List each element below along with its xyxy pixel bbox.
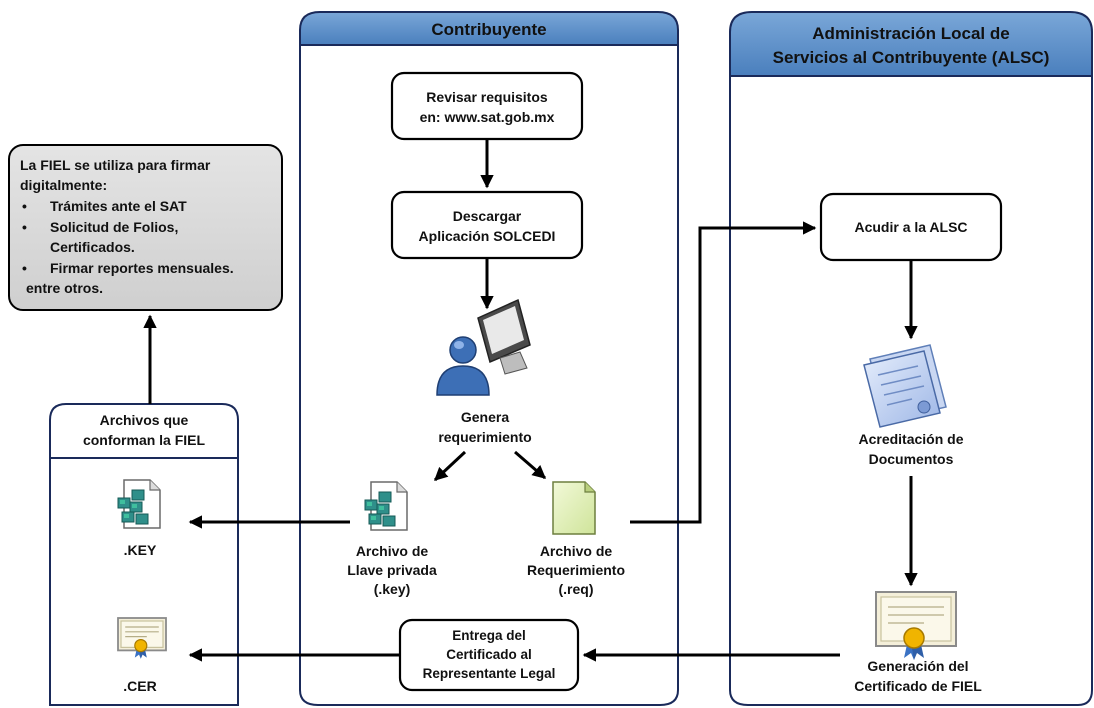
step-entrega-line3: Representante Legal <box>423 666 556 681</box>
user-computer-icon <box>436 298 531 396</box>
file-key-label: .KEY <box>124 542 157 558</box>
step-acudir-alsc: Acudir a la ALSC <box>819 192 1003 262</box>
request-file-icon <box>552 481 596 535</box>
arrow-req-to-acudir <box>630 221 817 524</box>
note-bullet-mark: • <box>22 219 27 235</box>
step-revisar-line2: en: www.sat.gob.mx <box>420 109 555 125</box>
file-cer-label: .CER <box>123 678 156 694</box>
note-footer: entre otros. <box>26 280 103 296</box>
archivo-req-line3: (.req) <box>559 581 594 597</box>
archivo-req-line2: Requerimiento <box>527 562 625 578</box>
fiel-usage-note: La FIEL se utiliza para firmar digitalme… <box>8 144 283 311</box>
archivo-llave-line1: Archivo de <box>356 543 429 559</box>
step-acreditacion-line2: Documentos <box>869 451 954 467</box>
step-acreditacion-line1: Acreditación de <box>858 431 963 447</box>
flow-connectors <box>143 140 918 662</box>
step-descargar-line1: Descargar <box>453 208 522 224</box>
key-file-icon <box>117 479 161 529</box>
step-revisar-requisitos: Revisar requisitos en: www.sat.gob.mx <box>390 71 584 141</box>
step-genera-line1: Genera <box>461 409 509 425</box>
note-bullet: Solicitud de Folios, <box>50 219 178 235</box>
step-entrega-line1: Entrega del <box>452 628 526 643</box>
key-file-icon <box>364 481 408 531</box>
archivo-llave-line3: (.key) <box>374 581 411 597</box>
step-generacion-line2: Certificado de FIEL <box>854 678 982 694</box>
note-bullet: Trámites ante el SAT <box>50 198 187 214</box>
step-revisar-line1: Revisar requisitos <box>426 89 548 105</box>
step-generacion-line1: Generación del <box>867 658 968 674</box>
step-entrega-line2: Certificado al <box>446 647 532 662</box>
note-bullet-mark: • <box>22 260 27 276</box>
step-acudir-label: Acudir a la ALSC <box>854 219 967 235</box>
note-line1: La FIEL se utiliza para firmar <box>20 157 211 173</box>
certificate-icon <box>875 591 957 660</box>
document-seal-icon <box>863 344 947 428</box>
step-descargar-aplicacion: Descargar Aplicación SOLCEDI <box>390 190 584 260</box>
arrow-genera-to-llave <box>433 450 467 482</box>
note-bullet: Firmar reportes mensuales. <box>50 260 234 276</box>
note-bullet: Certificados. <box>50 239 135 255</box>
archivo-req-line1: Archivo de <box>540 543 613 559</box>
lane-alsc-title-line1: Administración Local de <box>812 24 1009 43</box>
lane-archivos-title-line1: Archivos que <box>100 412 189 428</box>
certificate-icon <box>117 617 167 659</box>
lane-alsc-title-line2: Servicios al Contribuyente (ALSC) <box>773 48 1050 67</box>
step-entrega-certificado: Entrega del Certificado al Representante… <box>398 618 580 692</box>
archivo-llave-line2: Llave privada <box>347 562 437 578</box>
note-bullet-mark: • <box>22 198 27 214</box>
step-genera-line2: requerimiento <box>438 429 531 445</box>
step-descargar-line2: Aplicación SOLCEDI <box>419 228 556 244</box>
arrow-genera-to-req <box>514 450 547 480</box>
lane-archivos-title-line2: conforman la FIEL <box>83 432 206 448</box>
note-line2: digitalmente: <box>20 177 107 193</box>
lane-contribuyente-title: Contribuyente <box>431 20 546 39</box>
